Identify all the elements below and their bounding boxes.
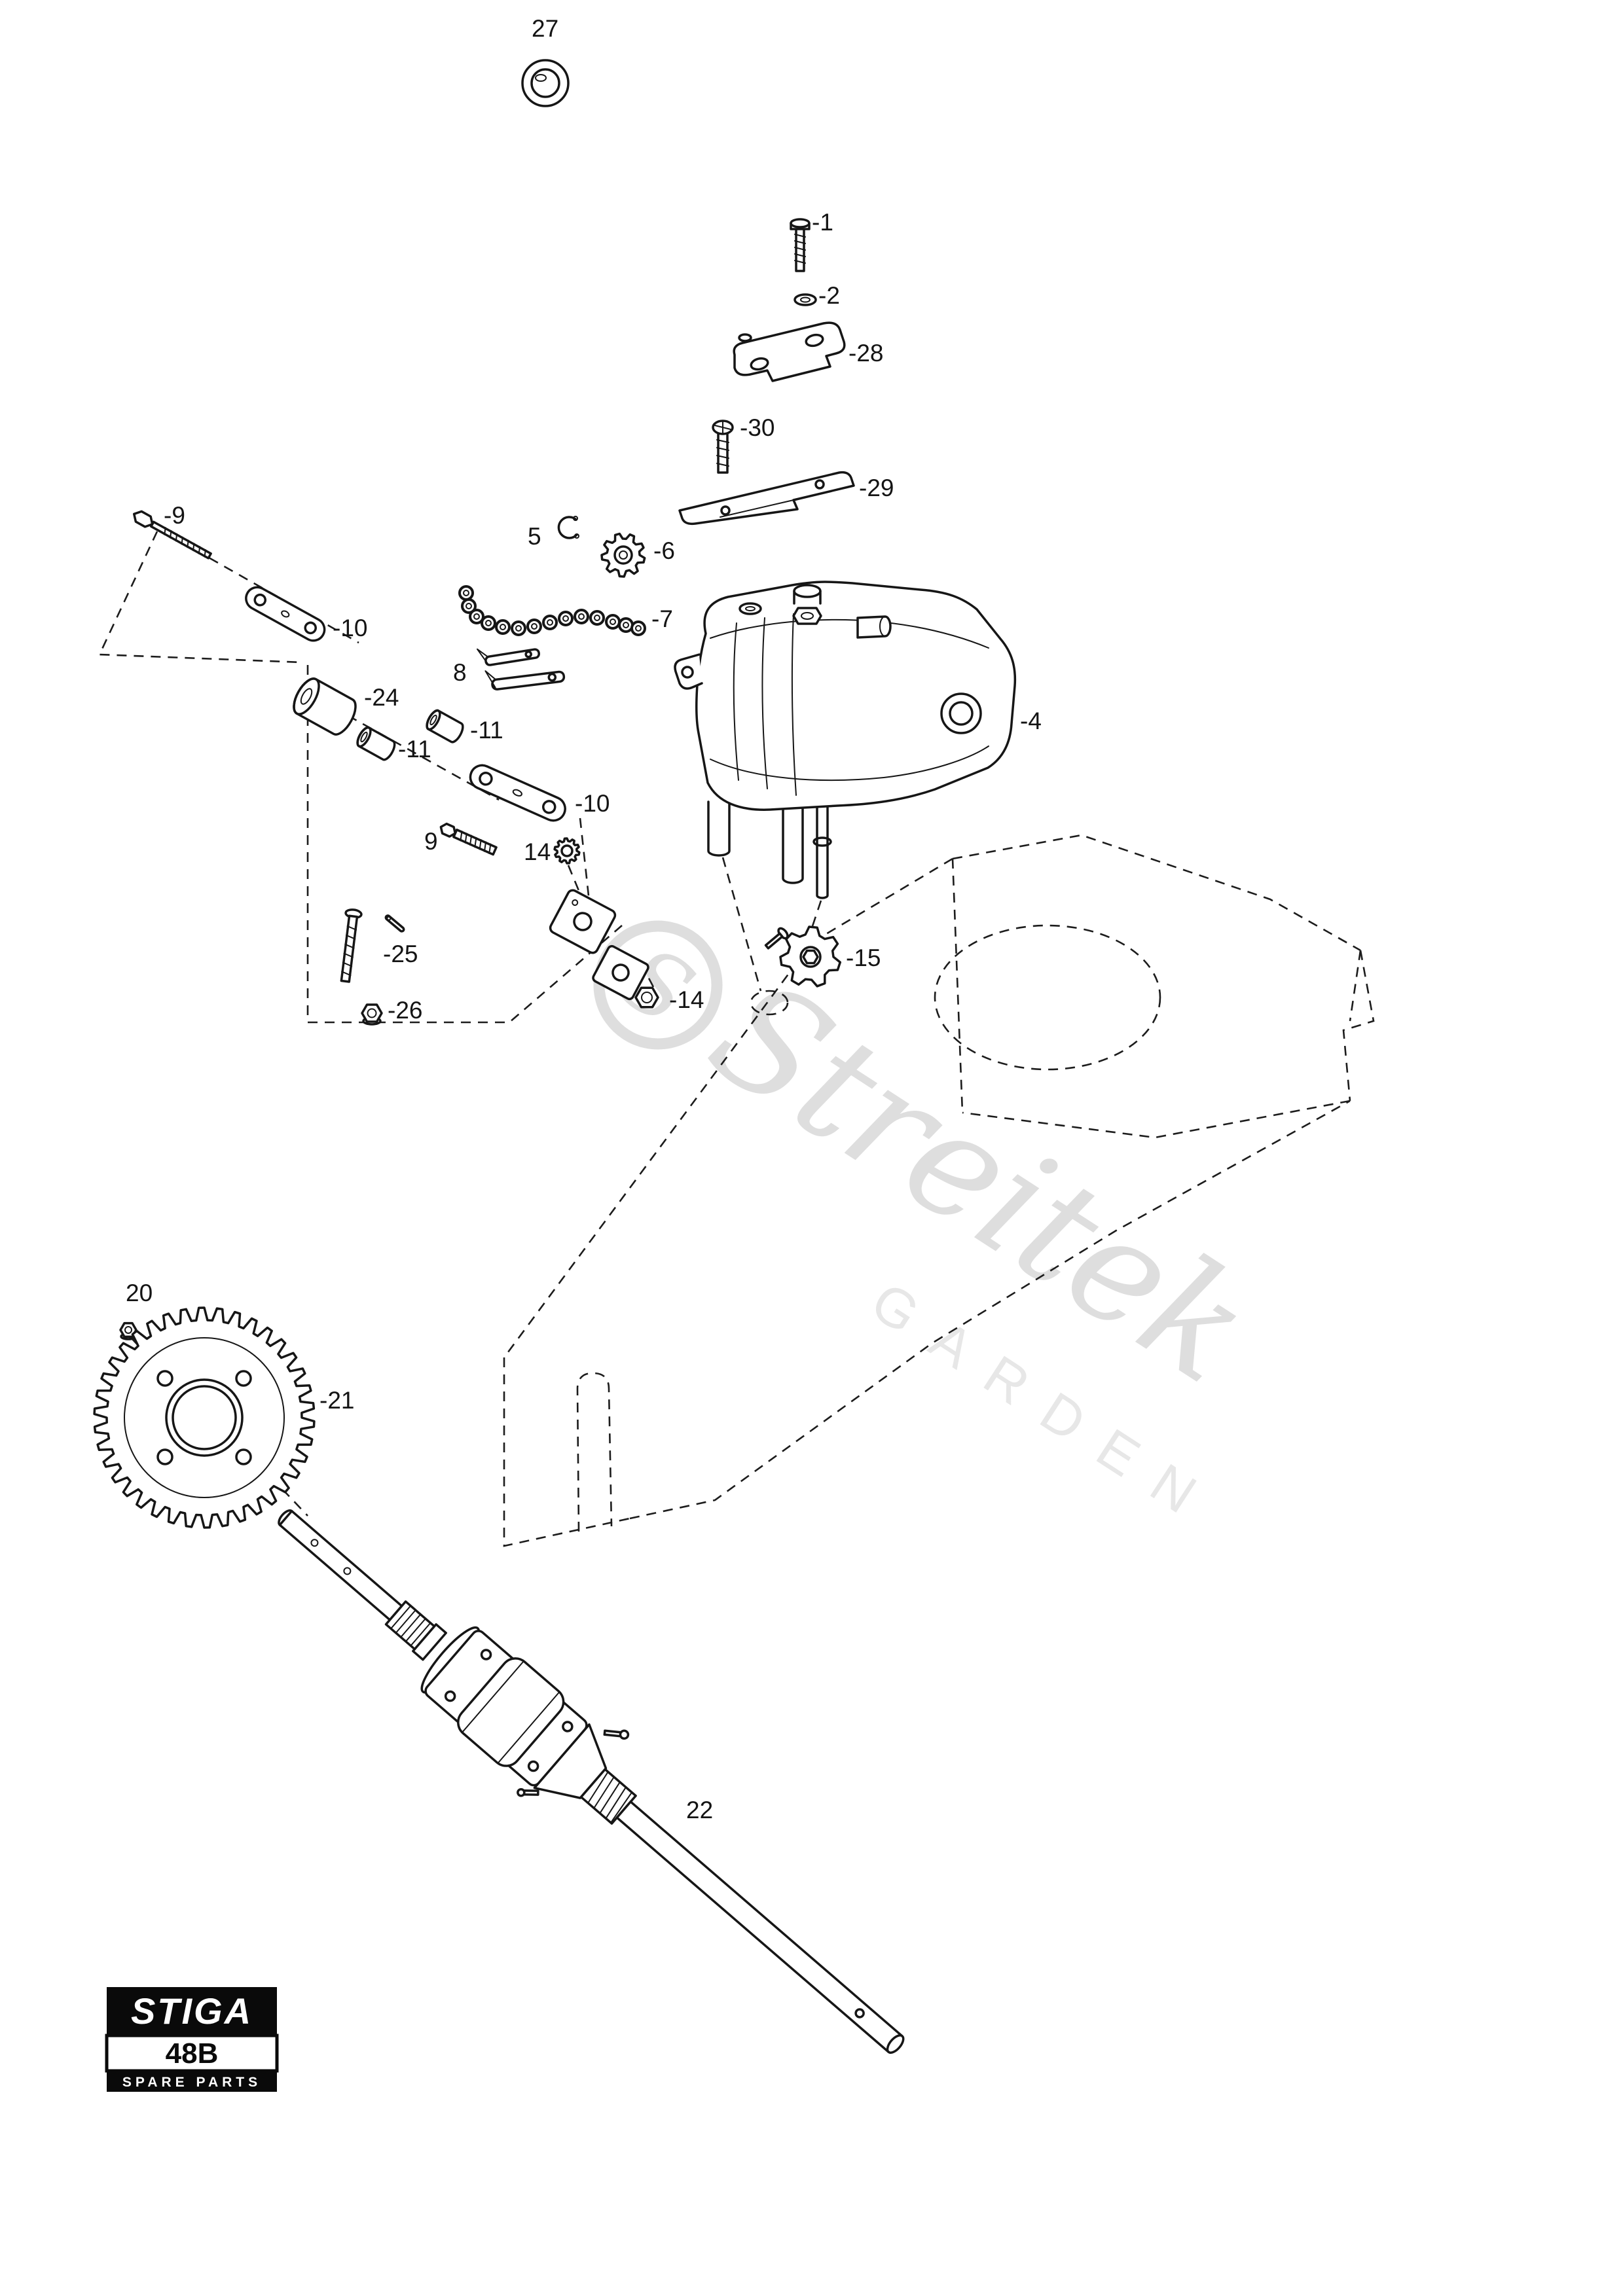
- link-part10-lower: [469, 764, 566, 822]
- subtitle-box: [107, 2071, 277, 2092]
- part-callout-24-12: -24: [364, 684, 399, 711]
- gearbox-part4: [674, 581, 1017, 899]
- screw-part30: [712, 420, 734, 474]
- part-callout-29-5: -29: [859, 475, 894, 501]
- bolt-part9-top: [133, 510, 212, 560]
- part-callout-21-24: -21: [319, 1387, 354, 1414]
- part-callout-5-7: 5: [528, 523, 541, 550]
- part-callout-2-2: -2: [818, 282, 840, 309]
- part-callout-30-4: -30: [740, 414, 775, 441]
- callout-layer: 27 -1 -2 -28 -30 -29 -9 5 -6 -10 -7 8 -24 -11 -11 -10 9 1…: [126, 15, 1042, 1823]
- part-callout-11-14: -11: [470, 717, 503, 744]
- knob-part15: [779, 925, 842, 988]
- link-part10-upper: [245, 586, 326, 642]
- part-callout-15-20: -15: [846, 944, 881, 971]
- nut-part26: [361, 1003, 383, 1026]
- part-callout-7-10: -7: [651, 605, 673, 632]
- part-callout-11-13: -11: [398, 736, 431, 762]
- chain-part7: [458, 585, 646, 636]
- brand-logo-box: [107, 1987, 277, 2036]
- clip-part8-a: [476, 648, 540, 666]
- part-callout-22-25: 22: [686, 1797, 713, 1823]
- part-callout-10-15: -10: [575, 790, 610, 817]
- shaft-assembly-part22: [278, 1509, 905, 2054]
- part-callout-4-18: -4: [1020, 708, 1042, 734]
- washer-part2: [793, 293, 817, 306]
- part-callout-9-6: -9: [164, 502, 185, 529]
- bolt-part25: [340, 908, 363, 983]
- bushing-part11-b: [426, 709, 464, 744]
- part-callout-27-0: 27: [532, 15, 558, 42]
- sprocket-part6: [600, 532, 646, 578]
- chassis-dashed-outline: [503, 834, 1375, 1547]
- screw-part15: [764, 927, 789, 950]
- part-callout-1-1: -1: [812, 209, 833, 236]
- part-callout-8-11: 8: [453, 659, 467, 686]
- circlip-part5: [557, 516, 579, 539]
- model-box: [105, 2034, 279, 2073]
- model-number: 48B: [166, 2037, 219, 2070]
- pin-part25: [384, 914, 405, 933]
- part-callout-10-9: -10: [333, 615, 367, 641]
- part-callout-20-23: 20: [126, 1280, 153, 1306]
- stud-part9-lower: [439, 822, 498, 856]
- nut-part14-lower: [634, 986, 659, 1009]
- mount-plate-a: [549, 889, 617, 954]
- handle-rod-part27: [521, 59, 752, 342]
- brand-logo-block: STIGA 48B SPARE PARTS: [105, 1987, 279, 2092]
- bushing-part11-a: [356, 726, 396, 761]
- clip-part8-b: [484, 670, 566, 691]
- part-callout-14-22: -14: [669, 986, 704, 1013]
- brand-name: STIGA: [131, 1990, 253, 2032]
- part-callout-14-17: 14: [524, 838, 551, 865]
- spacer-part24: [293, 677, 357, 736]
- mount-plate-b: [592, 944, 649, 1001]
- part-callout-28-3: -28: [848, 340, 883, 367]
- screw-part1: [790, 218, 811, 272]
- part-callout-6-8: -6: [653, 537, 675, 564]
- plate-part29: [678, 471, 855, 526]
- part-callout-9-16: 9: [424, 828, 438, 855]
- part-callout-25-19: -25: [383, 941, 418, 967]
- sprocket-part21: [93, 1306, 316, 1529]
- bracket-part28: [733, 321, 846, 382]
- nut-part14-upper: [553, 837, 581, 865]
- subtitle-text: SPARE PARTS: [122, 2075, 261, 2090]
- part-callout-26-21: -26: [388, 997, 422, 1024]
